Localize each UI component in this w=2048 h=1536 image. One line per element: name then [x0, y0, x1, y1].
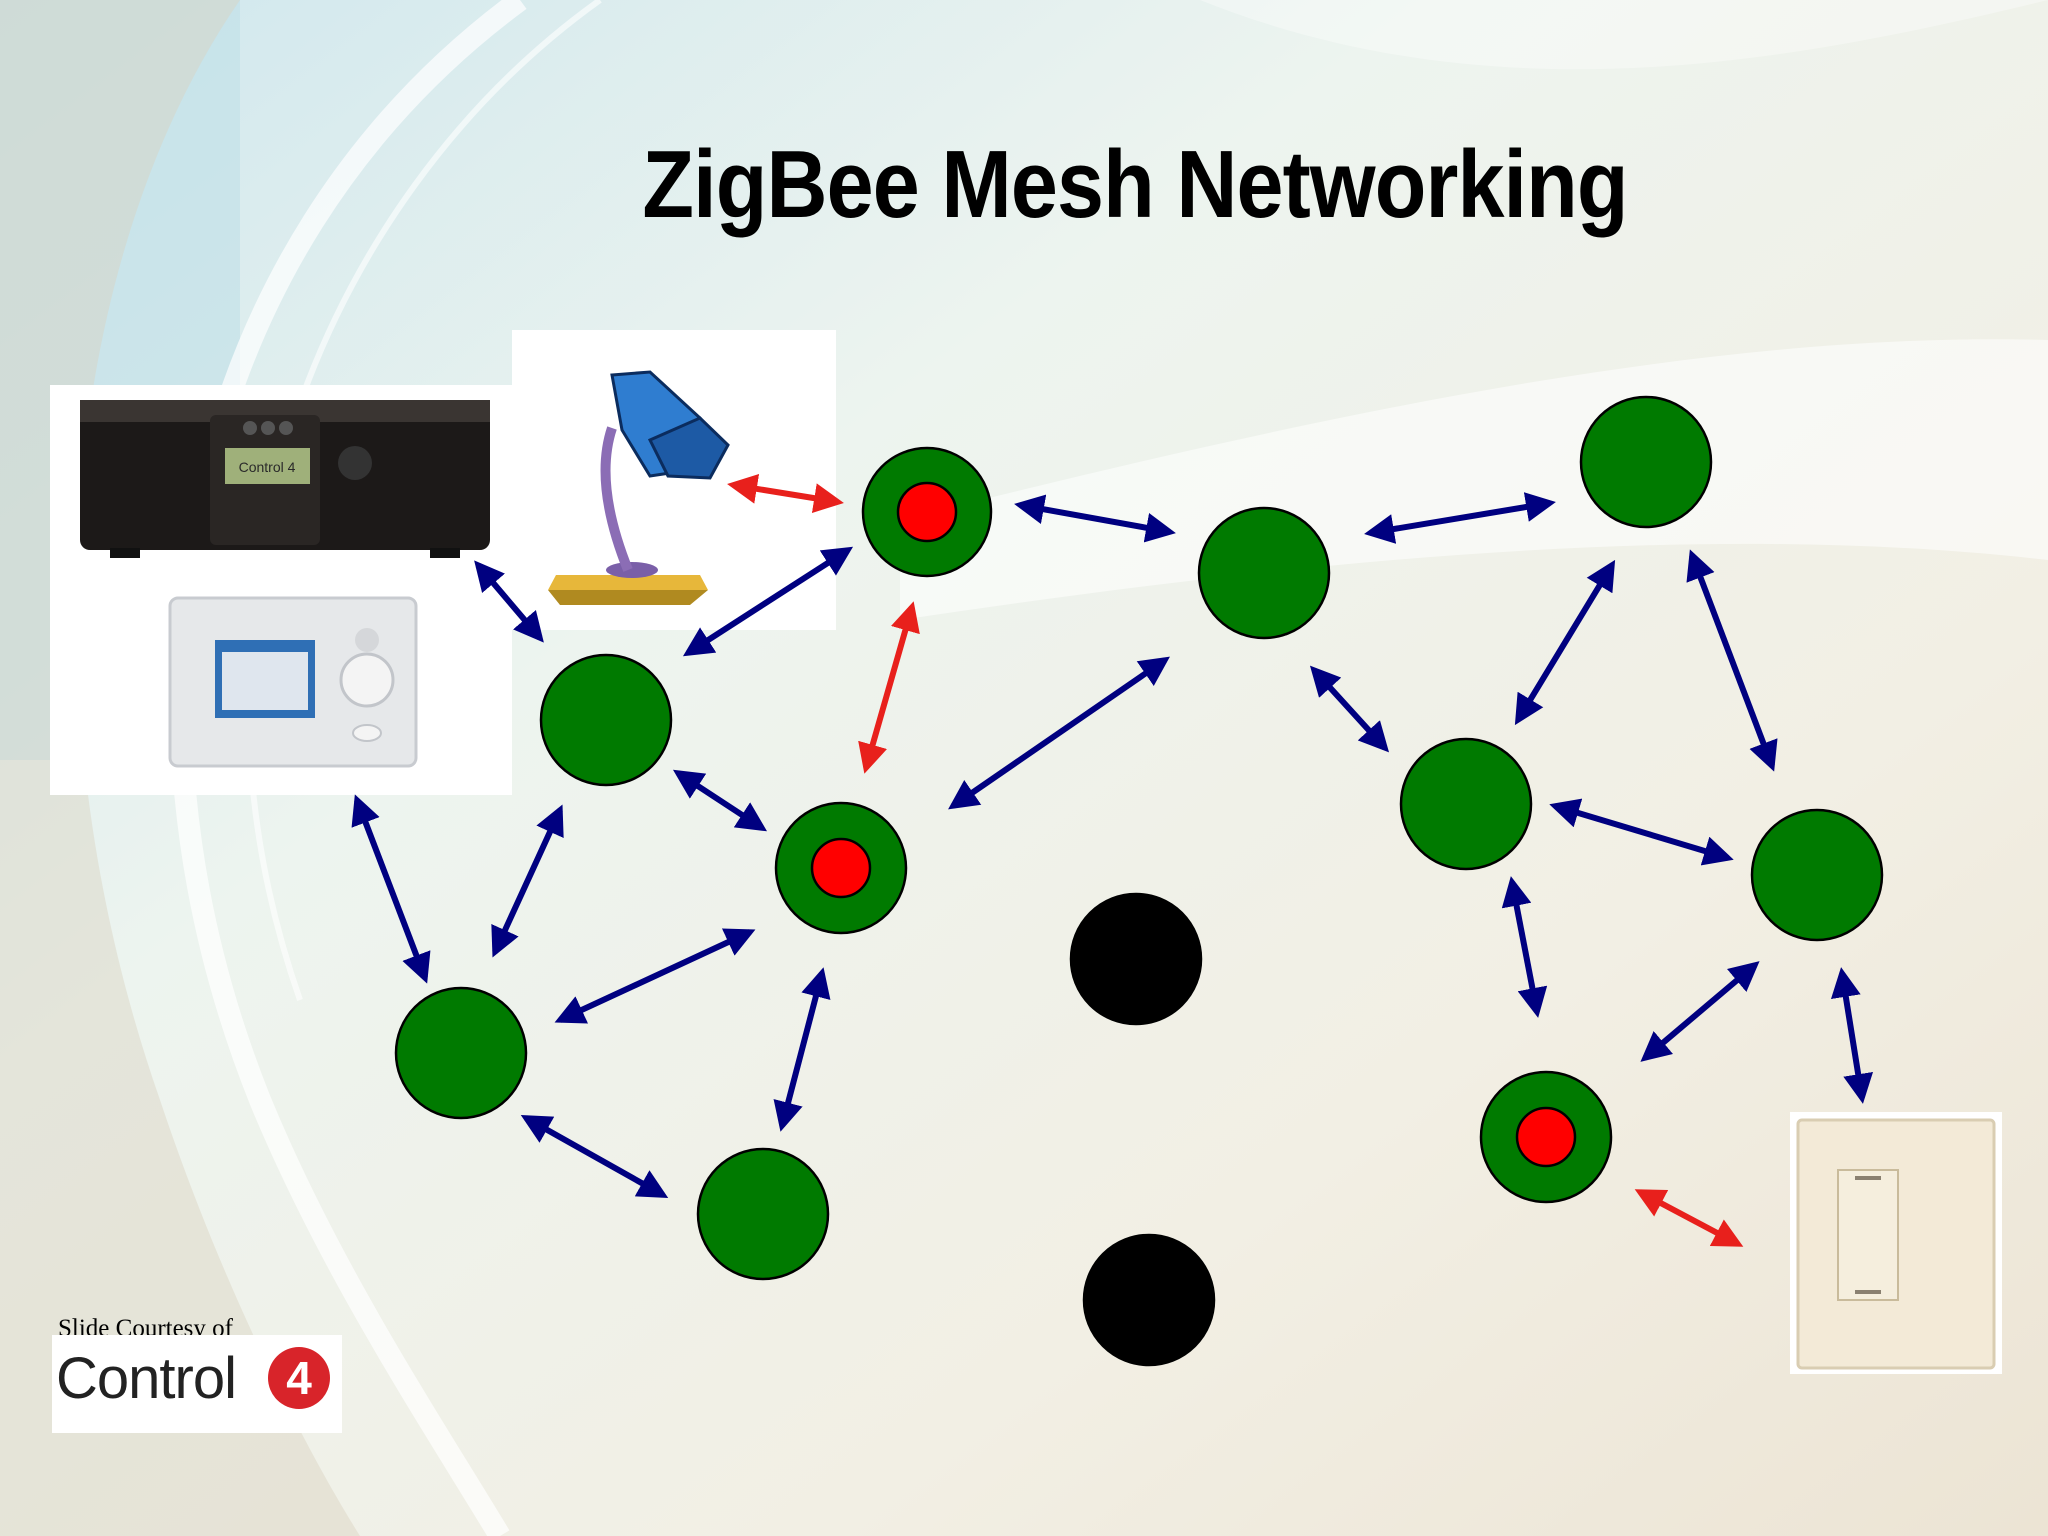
control4-logo: Control 4 — [52, 1335, 342, 1433]
mesh-link — [1830, 967, 1874, 1104]
nodes — [394, 395, 1884, 1367]
router-node — [696, 1147, 830, 1281]
end-device-core — [810, 837, 872, 899]
receiver-display-label: Control 4 — [239, 459, 296, 475]
device-link — [1634, 1189, 1744, 1247]
mesh-link — [773, 967, 831, 1132]
device-link — [727, 474, 844, 513]
mesh-link — [491, 804, 564, 958]
mesh-link — [474, 560, 544, 643]
router-node — [1750, 808, 1884, 942]
router-node — [1399, 737, 1533, 871]
mesh-link — [1686, 549, 1778, 772]
mesh-link — [672, 769, 768, 832]
touchscreen-device — [168, 596, 418, 768]
mesh-link — [554, 928, 756, 1024]
inactive-node — [1069, 892, 1203, 1026]
end-device-core — [1515, 1106, 1577, 1168]
mesh-link — [682, 546, 854, 657]
mesh-link — [1309, 665, 1390, 753]
mesh-link — [1501, 876, 1548, 1018]
router-node — [1197, 506, 1331, 640]
mesh-link — [1514, 559, 1616, 726]
inactive-node — [1082, 1233, 1216, 1367]
mesh-links — [351, 492, 1874, 1198]
logo-badge-icon: 4 — [268, 1347, 330, 1409]
mesh-link — [1364, 492, 1556, 544]
mesh-link — [1549, 798, 1734, 866]
router-node — [394, 986, 528, 1120]
end-device-core — [896, 481, 958, 543]
mesh-link — [520, 1115, 669, 1198]
wall-switch-device — [1790, 1112, 2002, 1374]
device-links — [727, 474, 1744, 1247]
router-node — [1579, 395, 1713, 529]
device-link — [858, 601, 920, 774]
mesh-link — [948, 656, 1170, 810]
mesh-link — [1014, 494, 1176, 543]
router-node — [539, 653, 673, 787]
slide-title: ZigBee Mesh Networking — [642, 131, 1628, 238]
mesh-link — [351, 794, 431, 984]
logo-wordmark: Control — [56, 1346, 237, 1411]
mesh-link — [1640, 961, 1760, 1062]
